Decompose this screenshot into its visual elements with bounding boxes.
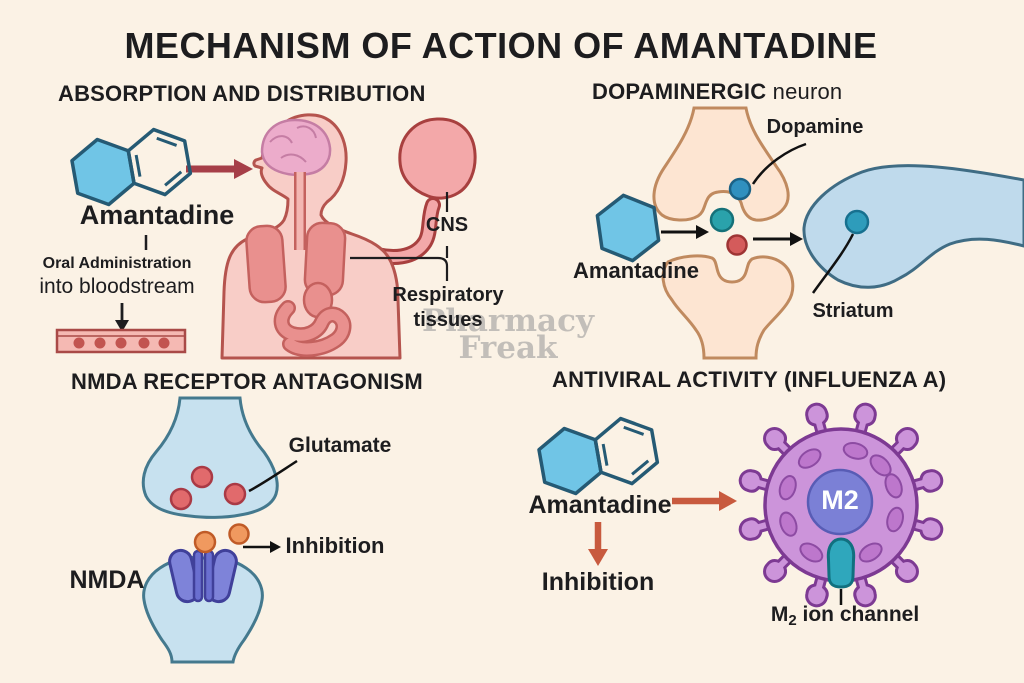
inhibition-label-nmda: Inhibition bbox=[285, 533, 385, 558]
cyclohexane-ring bbox=[70, 137, 136, 207]
inhibition-down-arrow-icon bbox=[588, 522, 608, 566]
respiratory-tissues-label: Respiratory tissues bbox=[392, 284, 504, 331]
respiratory-pointer-line bbox=[350, 246, 449, 281]
amantadine-structure-topleft bbox=[70, 127, 193, 207]
dopamine-vesicle-dot bbox=[728, 177, 752, 201]
glutamate-label: Glutamate bbox=[288, 434, 392, 457]
dopamine-pointer-line bbox=[751, 142, 807, 185]
striatum-pointer-line bbox=[811, 233, 855, 294]
m2-ion-channel-label: M2 ion channel bbox=[771, 603, 919, 630]
intestine bbox=[276, 302, 349, 355]
m2-ion-channel bbox=[826, 537, 856, 589]
section-header-antiviral: ANTIVIRAL ACTIVITY (INFLUENZA A) bbox=[552, 367, 947, 392]
postsynaptic-terminal-dopamine bbox=[661, 254, 795, 360]
glutamate-dot bbox=[223, 482, 247, 506]
cns-label: CNS bbox=[425, 214, 469, 236]
oral-route-arrow-icon bbox=[115, 303, 129, 332]
amantadine-label-synapse: Amantadine bbox=[573, 258, 699, 283]
striatum-label: Striatum bbox=[812, 300, 894, 322]
influenza-virus bbox=[736, 400, 946, 610]
section-header-nmda: NMDA RECEPTOR ANTAGONISM bbox=[71, 369, 423, 394]
watermark: Pharmacy Freak bbox=[421, 303, 595, 366]
cns-blob bbox=[398, 117, 477, 200]
to-striatum-arrow-icon bbox=[753, 232, 803, 246]
amantadine-structure-antiviral bbox=[537, 416, 660, 496]
header-bold-part: DOPAMINERGIC bbox=[592, 79, 767, 104]
nmda-label: NMDA bbox=[69, 566, 145, 594]
m2-rest: ion channel bbox=[796, 603, 920, 626]
cyclohexane-ring bbox=[537, 426, 603, 496]
m2-prefix: M bbox=[770, 603, 789, 626]
double-bonds bbox=[134, 136, 183, 187]
amantadine-hexagon-synapse bbox=[595, 193, 661, 263]
into-bloodstream-label: into bloodstream bbox=[39, 275, 195, 298]
section-header-dopaminergic: DOPAMINERGIC neuron bbox=[592, 79, 843, 104]
presynaptic-terminal-nmda bbox=[141, 396, 279, 519]
page-title: MECHANISM OF ACTION OF AMANTADINE bbox=[124, 25, 878, 66]
absorption-arrow-icon bbox=[186, 159, 253, 179]
glutamate-pointer-line bbox=[248, 459, 298, 493]
synapse-entry-arrow-icon bbox=[661, 225, 709, 239]
dopamine-label: Dopamine bbox=[766, 116, 864, 138]
amantadine-label-antiviral: Amantadine bbox=[528, 491, 672, 519]
to-virus-arrow-icon bbox=[672, 491, 737, 511]
benzene-ring bbox=[593, 416, 660, 486]
striatum-dot bbox=[844, 209, 870, 235]
inhibition-arrow-icon bbox=[243, 541, 281, 553]
m2-core-label: M2 bbox=[821, 485, 859, 515]
brain-folds bbox=[269, 125, 317, 163]
double-bonds bbox=[601, 425, 650, 476]
inhibition-label-antiviral: Inhibition bbox=[541, 568, 655, 596]
striatum-blob bbox=[802, 164, 1024, 289]
cleft-teal-dot bbox=[709, 207, 735, 233]
nmda-receptor bbox=[168, 548, 238, 604]
virus-core-m2 bbox=[806, 468, 874, 536]
brain bbox=[260, 118, 332, 176]
header-regular-part: neuron bbox=[766, 79, 843, 104]
amantadine-label-absorption: Amantadine bbox=[79, 200, 235, 230]
glutamate-dot bbox=[190, 465, 214, 489]
benzene-ring bbox=[126, 127, 193, 197]
section-header-absorption: ABSORPTION AND DISTRIBUTION bbox=[58, 81, 426, 106]
m2-subscript: 2 bbox=[788, 612, 797, 629]
cleft-red-dot bbox=[726, 234, 748, 256]
blood-vessel bbox=[55, 328, 187, 354]
blocker-orange-dot bbox=[193, 530, 217, 554]
left-lung bbox=[245, 224, 287, 304]
glutamate-dot bbox=[169, 487, 193, 511]
oral-administration-label: Oral Administration bbox=[42, 255, 192, 272]
blocker-orange-dot bbox=[228, 523, 250, 545]
